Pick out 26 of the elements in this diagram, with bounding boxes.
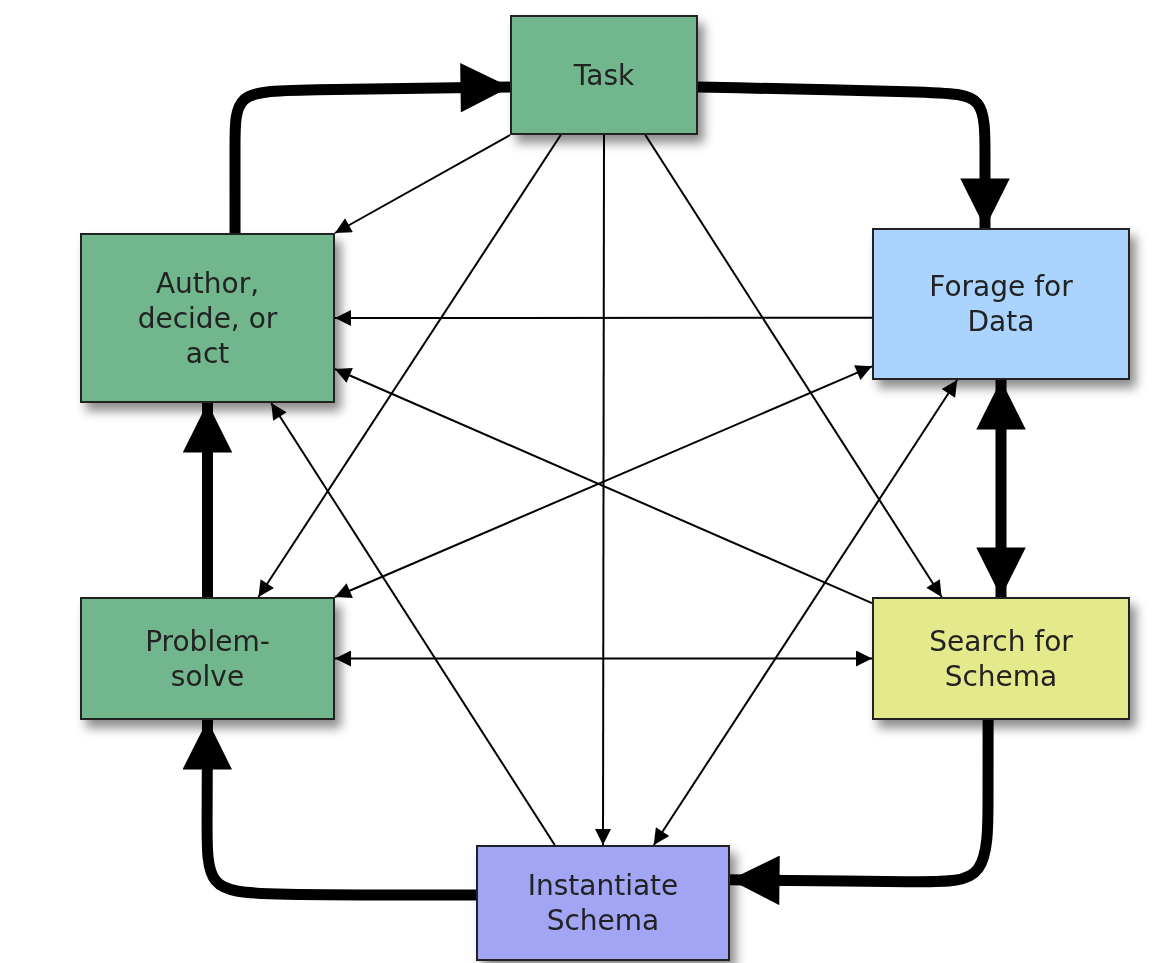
arrow: [182, 719, 476, 901]
process-box: [476, 845, 730, 961]
arrow: [976, 380, 1026, 597]
arrow: [229, 62, 511, 233]
arrow: [729, 720, 994, 906]
process-box: [80, 233, 335, 403]
process-box: [510, 15, 698, 135]
node-label: Forage for Data: [928, 269, 1074, 339]
arrow: [334, 134, 511, 234]
process-box: [872, 228, 1130, 380]
arrow: [257, 134, 562, 598]
process-box: [872, 597, 1130, 720]
arrow: [334, 310, 873, 326]
arrow: [697, 81, 1010, 228]
arrow: [182, 403, 233, 597]
arrow: [644, 134, 943, 598]
node-label: Problem-solve: [144, 623, 271, 694]
node-label: Task: [573, 57, 635, 93]
node-label: Instantiate Schema: [526, 868, 680, 938]
arrow: [334, 650, 873, 667]
node-label: Author, decide, or act: [136, 265, 279, 371]
arrow: [595, 134, 611, 846]
arrow: [652, 379, 959, 846]
process-box: [80, 597, 335, 720]
arrow: [270, 402, 556, 846]
node-label: Search for Schema: [928, 623, 1074, 694]
